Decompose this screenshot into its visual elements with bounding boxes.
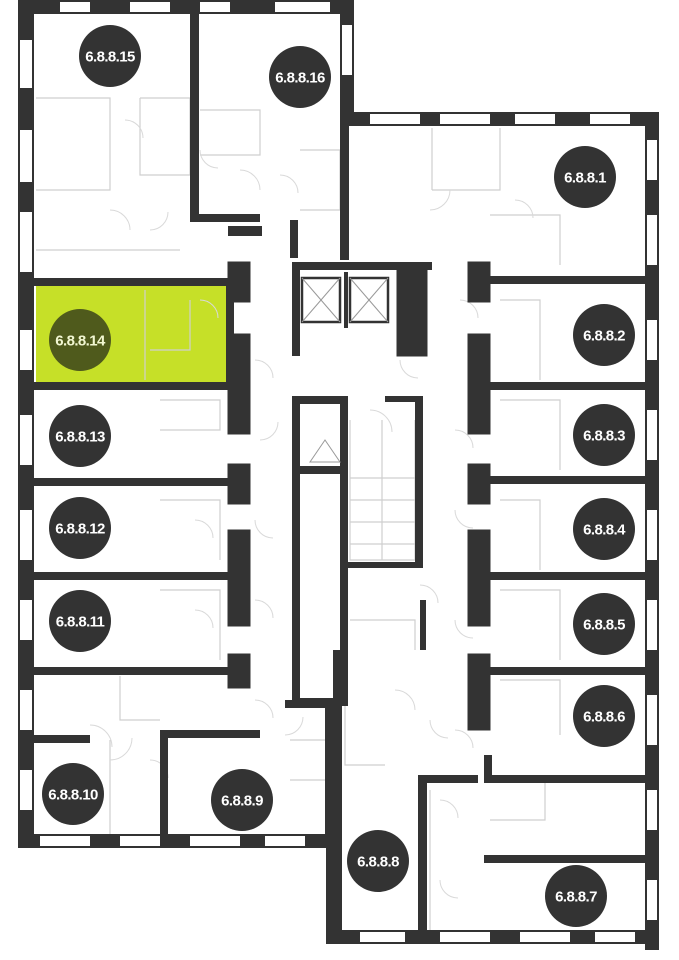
window-gaps xyxy=(20,2,657,942)
unit-label: 6.8.8.4 xyxy=(583,522,626,539)
unit-labels: 6.8.8.1 6.8.8.2 6.8.8.3 6.8.8.4 6.8.8.5 6.8.8… xyxy=(42,25,635,927)
unit-badge-circle xyxy=(347,830,409,892)
unit-badge-circle xyxy=(211,769,273,831)
unit-label: 6.8.8.5 xyxy=(583,617,625,634)
unit-badge-6-8-8-3[interactable]: 6.8.8.3 xyxy=(573,404,635,466)
unit-badge-6-8-8-11[interactable]: 6.8.8.11 xyxy=(49,590,111,652)
interior-walls xyxy=(30,10,649,940)
unit-label: 6.8.8.10 xyxy=(48,787,98,804)
unit-badge-6-8-8-14[interactable]: 6.8.8.14 xyxy=(49,309,111,371)
unit-badge-circle xyxy=(554,146,616,208)
unit-badge-circle xyxy=(42,763,104,825)
unit-badge-6-8-8-6[interactable]: 6.8.8.6 xyxy=(573,685,635,747)
unit-badge-circle xyxy=(545,865,607,927)
unit-badge-6-8-8-9[interactable]: 6.8.8.9 xyxy=(211,769,273,831)
unit-label: 6.8.8.15 xyxy=(85,49,135,66)
unit-badge-6-8-8-5[interactable]: 6.8.8.5 xyxy=(573,593,635,655)
unit-label: 6.8.8.14 xyxy=(55,333,106,350)
unit-badge-circle xyxy=(49,309,111,371)
building-core xyxy=(292,262,432,706)
unit-label: 6.8.8.16 xyxy=(275,70,325,87)
unit-badge-circle xyxy=(269,46,331,108)
unit-badge-6-8-8-4[interactable]: 6.8.8.4 xyxy=(573,498,635,560)
unit-label: 6.8.8.7 xyxy=(555,889,597,906)
unit-badge-circle xyxy=(49,405,111,467)
unit-badge-circle xyxy=(573,304,635,366)
unit-label: 6.8.8.13 xyxy=(55,429,105,446)
unit-badge-circle xyxy=(573,404,635,466)
unit-badge-6-8-8-2[interactable]: 6.8.8.2 xyxy=(573,304,635,366)
unit-badge-circle xyxy=(49,590,111,652)
unit-badge-6-8-8-13[interactable]: 6.8.8.13 xyxy=(49,405,111,467)
unit-label: 6.8.8.1 xyxy=(564,170,606,187)
unit-badge-6-8-8-1[interactable]: 6.8.8.1 xyxy=(554,146,616,208)
unit-badge-6-8-8-12[interactable]: 6.8.8.12 xyxy=(49,497,111,559)
unit-badge-6-8-8-7[interactable]: 6.8.8.7 xyxy=(545,865,607,927)
unit-badge-6-8-8-10[interactable]: 6.8.8.10 xyxy=(42,763,104,825)
unit-badge-6-8-8-15[interactable]: 6.8.8.15 xyxy=(79,25,141,87)
interior-partitions xyxy=(36,97,561,930)
unit-label: 6.8.8.6 xyxy=(583,709,625,726)
unit-badge-circle xyxy=(79,25,141,87)
unit-label: 6.8.8.12 xyxy=(55,521,105,538)
unit-badge-circle xyxy=(573,498,635,560)
unit-label: 6.8.8.11 xyxy=(56,614,105,631)
unit-label: 6.8.8.3 xyxy=(583,428,625,445)
unit-label: 6.8.8.8 xyxy=(357,854,399,871)
unit-badge-6-8-8-8[interactable]: 6.8.8.8 xyxy=(347,830,409,892)
unit-label: 6.8.8.2 xyxy=(583,328,625,345)
unit-badge-6-8-8-16[interactable]: 6.8.8.16 xyxy=(269,46,331,108)
unit-badge-circle xyxy=(573,685,635,747)
unit-badge-circle xyxy=(573,593,635,655)
door-swings xyxy=(89,119,534,899)
unit-label: 6.8.8.9 xyxy=(221,793,263,810)
unit-badge-circle xyxy=(49,497,111,559)
